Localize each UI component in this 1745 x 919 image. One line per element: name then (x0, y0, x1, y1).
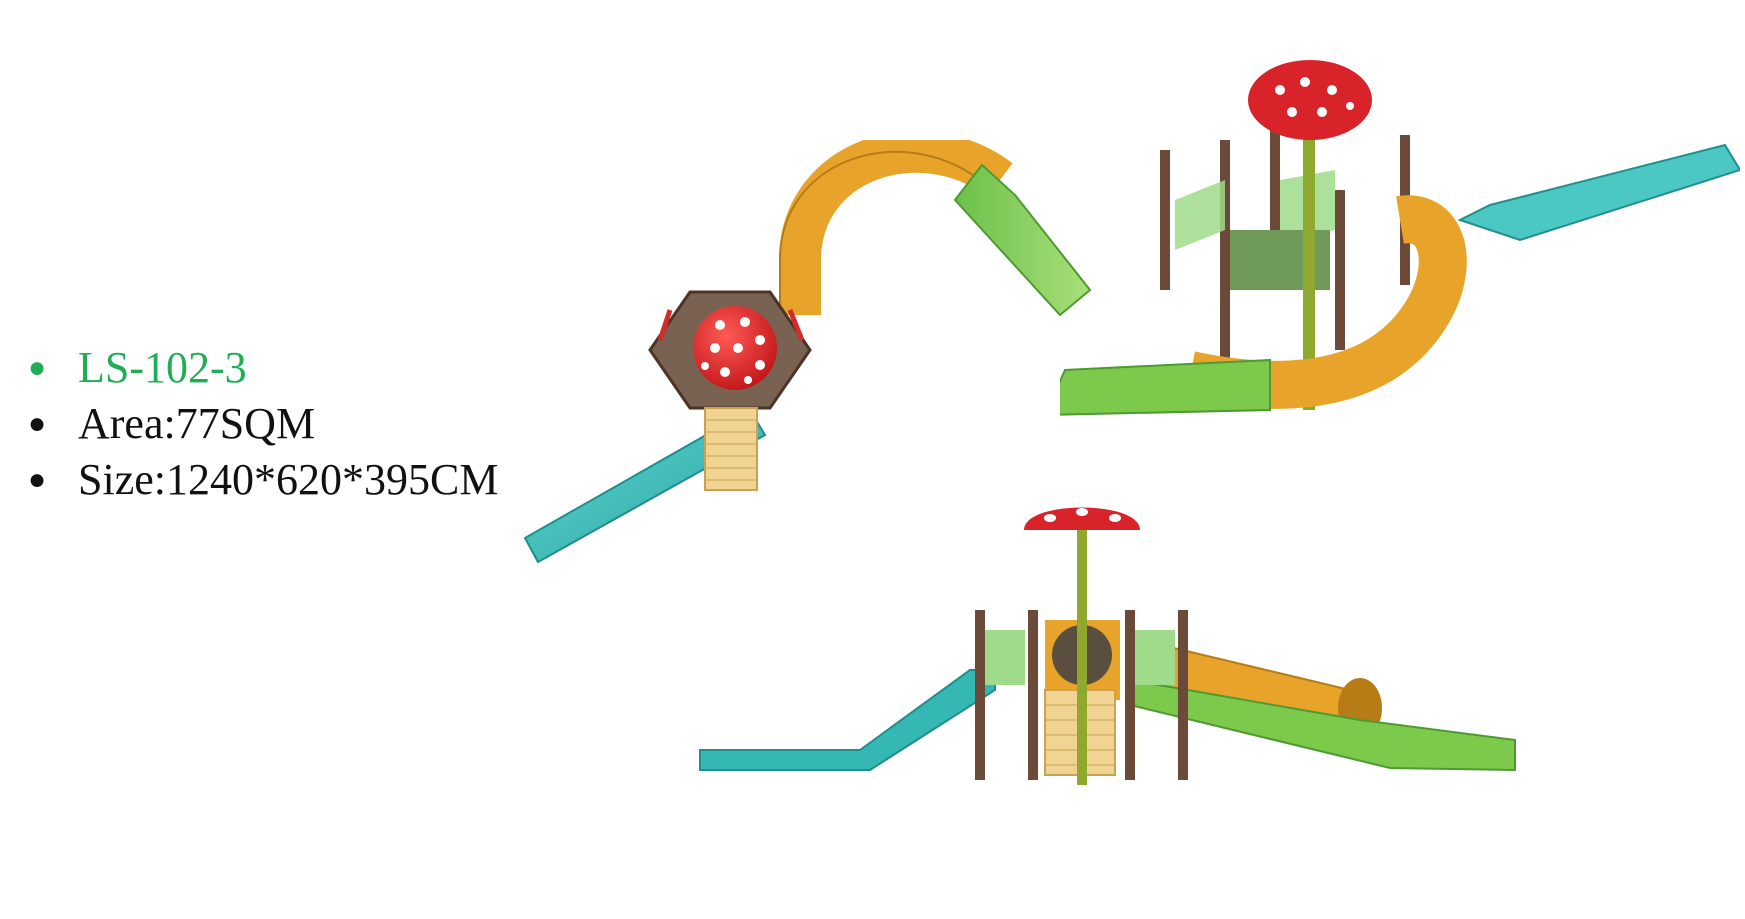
green-slide (953, 163, 1092, 317)
playground-top-view (523, 140, 1092, 564)
playground-front-view (699, 507, 1516, 785)
spec-area: ● Area:77SQM (22, 396, 498, 452)
area-text: Area:77SQM (78, 399, 316, 448)
mushroom-cap (1024, 507, 1140, 530)
bullet-icon: ● (28, 407, 47, 440)
orange-tube (779, 140, 1013, 315)
teal-slide (1457, 143, 1740, 242)
teal-slide (699, 669, 996, 771)
ladder (704, 407, 758, 491)
bullet-icon: ● (28, 463, 47, 496)
spec-list: ● LS-102-3 ● Area:77SQM ● Size:1240*620*… (22, 340, 498, 508)
mushroom-cap (1248, 60, 1372, 140)
size-text: Size:1240*620*395CM (78, 455, 499, 504)
model-number: LS-102-3 (78, 343, 247, 392)
spec-model: ● LS-102-3 (22, 340, 498, 396)
bullet-icon: ● (28, 351, 47, 384)
spec-size: ● Size:1240*620*395CM (22, 452, 498, 508)
playground-perspective-view (1060, 60, 1740, 416)
